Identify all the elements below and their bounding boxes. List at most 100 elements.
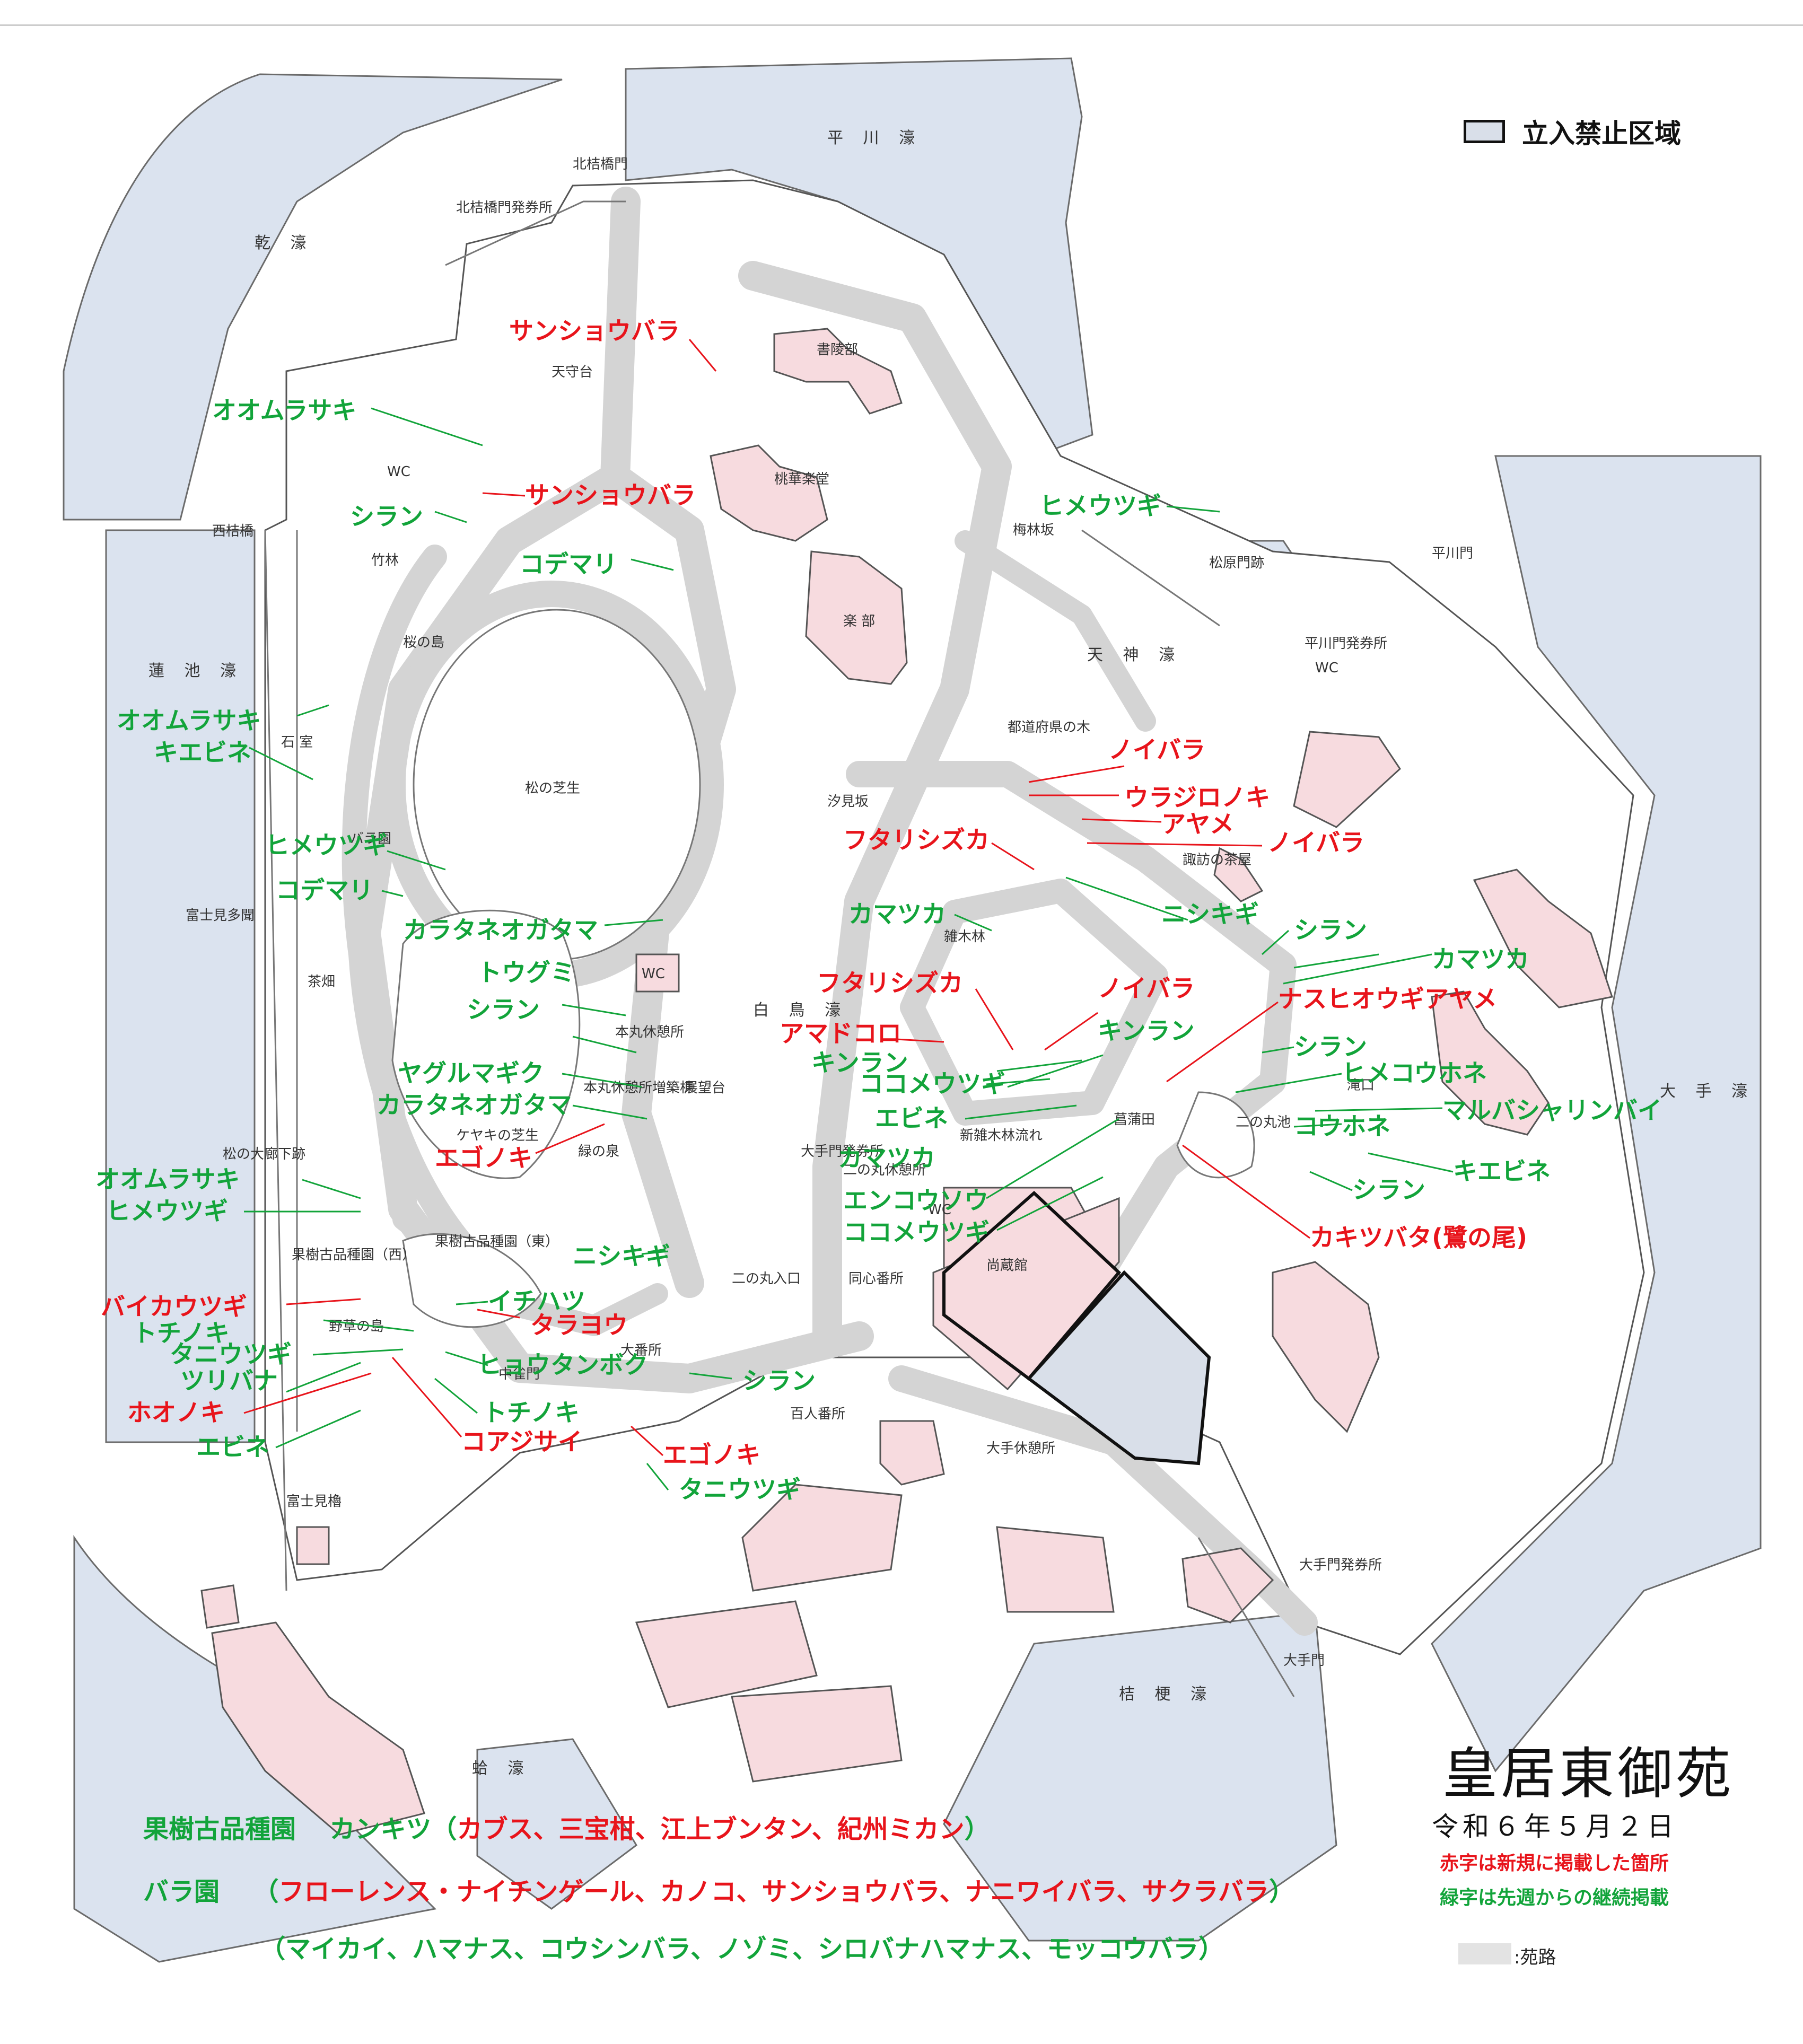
note-red: 赤字は新規に掲載した箇所 (1440, 1853, 1669, 1874)
map-label-23: 諏訪の茶屋 (1183, 852, 1251, 868)
plant-label-cont-32: ココメウツギ (843, 1218, 990, 1247)
restricted-legend-swatch (1464, 120, 1505, 143)
plant-label-cont-7: コデマリ (276, 876, 373, 905)
note-green: 緑字は先週からの継続掲載 (1440, 1887, 1669, 1909)
map-label-32: 展望台 (684, 1080, 725, 1096)
map-label-54: 富士見櫓 (286, 1494, 342, 1510)
plant-label-cont-25: コウホネ (1294, 1112, 1390, 1141)
plant-label-cont-3: ヒメウツギ (1039, 492, 1161, 520)
map-place-labels: 平 川 濠 北桔橋門 北桔橋門発券所 乾 濠 天守台 書陵部 桃華楽堂 WC 西… (148, 129, 1747, 1778)
map-label-50: 大番所 (620, 1343, 662, 1358)
plant-label-new-1: サンショウバラ (525, 481, 696, 510)
map-label-0: 平 川 濠 (827, 129, 922, 147)
walls (264, 200, 1295, 1697)
map-label-11: 楽 部 (843, 613, 875, 629)
plant-label-cont-6: ヒメウツギ (265, 831, 387, 859)
map-label-25: 富士見多聞 (186, 908, 255, 924)
map-label-7: WC (387, 464, 410, 480)
rose-continued-line: （マイカイ、ハマナス、コウシンバラ、ノゾミ、シロバナハマナス、モッコウバラ） (260, 1928, 1224, 1965)
map-label-18: 蓮 池 濠 (148, 662, 243, 680)
plant-label-cont-8: カラタネオガタマ (403, 916, 598, 944)
plant-label-cont-2: コデマリ (520, 550, 617, 578)
plant-label-new-13: タラヨウ (530, 1311, 628, 1339)
map-label-14: 平川門 (1432, 546, 1473, 562)
plant-label-cont-29: エンコウソウ (843, 1186, 988, 1215)
map-label-6: 桃華楽堂 (774, 471, 829, 487)
orchard-title: 果樹古品種園 (143, 1814, 296, 1844)
plant-label-cont-0: オオムラサキ (212, 396, 356, 425)
plant-label-cont-16: カラタネオガタマ (377, 1091, 572, 1119)
map-label-16: WC (1315, 660, 1338, 676)
map-label-28: WC (642, 966, 665, 982)
map-label-39: 二の丸休憩所 (843, 1162, 926, 1178)
map-label-10: 桜の島 (403, 635, 444, 651)
map-label-35: 滝口 (1347, 1077, 1375, 1093)
plant-label-new-7: フタリシズカ (817, 969, 963, 997)
plant-label-cont-10: カマツカ (848, 900, 946, 928)
rose-title: バラ園 (143, 1877, 220, 1907)
plant-label-cont-38: シラン (742, 1366, 816, 1395)
plant-label-new-4: アヤメ (1161, 810, 1234, 838)
map-label-3: 乾 濠 (255, 234, 314, 252)
plant-label-cont-5: キエビネ (154, 738, 251, 767)
map-label-8: 西桔橋 (212, 523, 253, 539)
map-label-5: 書陵部 (817, 342, 858, 358)
map-label-53: 大手休憩所 (986, 1441, 1055, 1457)
orchard-items: カブス、三宝柑、江上ブンタン、紀州ミカン (457, 1814, 965, 1844)
rose-new: フローレンス・ナイチンゲール、カノコ、サンショウバラ、ナニワイバラ、サクラバラ (278, 1877, 1270, 1907)
map-label-55: 大手門発券所 (1299, 1557, 1382, 1573)
map-label-51: 中雀門 (498, 1366, 540, 1382)
plant-label-new-11: エゴノキ (435, 1144, 532, 1172)
plant-label-cont-37: ヒョウタンボク (477, 1350, 648, 1379)
map-label-47: 同心番所 (848, 1271, 904, 1287)
shozokan-building (942, 1190, 1122, 1381)
plant-label-cont-24: カマツカ (838, 1144, 935, 1172)
orchard-prefix: カンキツ（ (329, 1814, 457, 1844)
plant-label-cont-11: シラン (1294, 916, 1367, 944)
rose-continued: （マイカイ、ハマナス、コウシンバラ、ノゾミ、シロバナハマナス、モッコウバラ） (260, 1934, 1224, 1964)
plant-label-cont-1: シラン (350, 502, 423, 531)
map-label-22: 汐見坂 (827, 794, 869, 810)
plant-label-cont-39: トチノキ (483, 1398, 580, 1427)
map-label-44: 果樹古品種園（西） (292, 1247, 416, 1263)
lawns (391, 609, 1255, 1328)
top-rule (0, 24, 1803, 26)
plant-label-cont-18: キンラン (811, 1048, 908, 1077)
rose-line: バラ園 （フローレンス・ナイチンゲール、カノコ、サンショウバラ、ナニワイバラ、サ… (143, 1871, 1294, 1908)
map-label-33: ケヤキの芝生 (456, 1128, 539, 1144)
plant-label-cont-19: シラン (1294, 1032, 1367, 1061)
plant-label-new-17: カキツバタ(鷺の尾) (1310, 1223, 1527, 1252)
plant-label-cont-12: トウグミ (477, 958, 575, 987)
map-label-58: 蛤 濠 (472, 1759, 531, 1778)
plant-label-cont-14: カマツカ (1432, 945, 1529, 973)
plant-label-new-3: ウラジロノキ (1124, 783, 1270, 812)
plant-label-cont-21: ココメウツギ (859, 1069, 1005, 1098)
map-label-27: 茶畑 (308, 974, 335, 990)
plant-label-cont-17: キンラン (1098, 1016, 1195, 1045)
plant-label-cont-34: トチノキ (133, 1319, 230, 1347)
path-legend-label: :苑路 (1514, 1947, 1556, 1968)
map-label-42: 松の大廊下跡 (223, 1146, 305, 1162)
plant-label-new-0: サンショウバラ (509, 317, 680, 345)
map-label-21: 都道府県の木 (1008, 720, 1090, 735)
map-label-45: 果樹古品種園（東） (435, 1234, 559, 1250)
map-label-31: 本丸休憩所増築棟 (583, 1080, 694, 1096)
plant-label-cont-28: ヒメウツギ (106, 1197, 228, 1225)
map-label-13: 松原門跡 (1209, 555, 1264, 571)
continued-plant-labels: オオムラサキ シラン コデマリ ヒメウツギ オオムラサキ キエビネ ヒメウツギ … (95, 396, 1662, 1504)
plant-label-new-5: ノイバラ (1267, 828, 1364, 857)
map-label-52: 百人番所 (790, 1406, 845, 1422)
plant-label-cont-27: オオムラサキ (95, 1165, 240, 1194)
plant-label-cont-31: ニシキギ (573, 1242, 670, 1270)
map-label-40: WC (928, 1202, 951, 1218)
map-label-4: 天守台 (552, 364, 593, 380)
restricted-legend-label: 立入禁止区域 (1522, 118, 1681, 149)
map-label-20: 松の芝生 (525, 780, 580, 796)
plant-label-cont-40: エビネ (196, 1433, 269, 1461)
plant-label-cont-9: ニシキギ (1161, 900, 1259, 928)
map-label-19: 石 室 (281, 734, 313, 750)
path-legend-swatch (1458, 1943, 1511, 1964)
plant-label-cont-23: マルバシャリンバイ (1442, 1096, 1662, 1125)
map-label-2: 北桔橋門発券所 (456, 200, 553, 216)
plant-label-cont-20: ヒメコウホネ (1342, 1059, 1487, 1087)
